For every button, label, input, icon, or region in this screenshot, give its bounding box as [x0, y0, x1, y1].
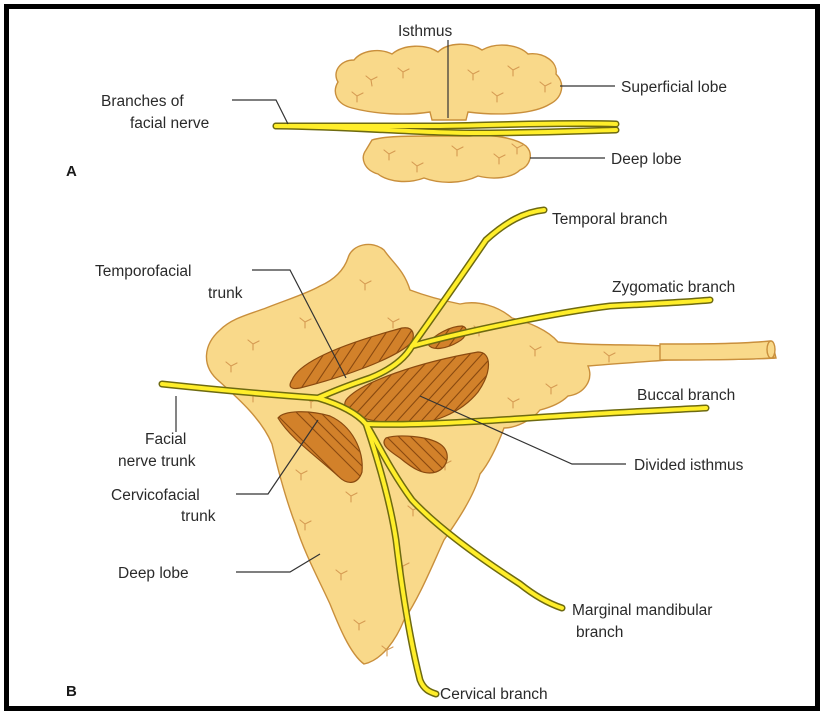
- label-divided-isthmus: Divided isthmus: [634, 457, 744, 474]
- parotid-duct-end: [767, 341, 775, 358]
- panel-letter-b: B: [66, 683, 77, 700]
- label-deep-lobe-a: Deep lobe: [611, 151, 682, 168]
- panel-letter-a: A: [66, 163, 77, 180]
- label-temporal-branch: Temporal branch: [552, 211, 667, 228]
- label-marginal-line2: branch: [576, 624, 623, 641]
- label-superficial-lobe: Superficial lobe: [621, 79, 727, 96]
- label-cervicofacial-line1: Cervicofacial: [111, 487, 200, 504]
- deep-lobe-shape-a: [363, 135, 530, 182]
- facial-nerve-branches-a: [276, 123, 616, 133]
- label-temporofacial-line2: trunk: [208, 285, 243, 302]
- panel-b: Temporal branch Temporofacial trunk Zygo…: [66, 210, 776, 703]
- label-cervical-branch: Cervical branch: [440, 686, 548, 703]
- label-branches-line1: Branches of: [101, 93, 184, 110]
- label-facial-trunk-line1: Facial: [145, 431, 186, 448]
- label-branches-line2: facial nerve: [130, 115, 209, 132]
- label-zygomatic-branch: Zygomatic branch: [612, 279, 735, 296]
- leader-branches: [232, 100, 288, 124]
- label-buccal-branch: Buccal branch: [637, 387, 735, 404]
- label-cervicofacial-line2: trunk: [181, 508, 216, 525]
- parotid-duct: [660, 341, 774, 360]
- label-marginal-line1: Marginal mandibular: [572, 602, 712, 619]
- label-temporofacial-line1: Temporofacial: [95, 263, 192, 280]
- label-isthmus: Isthmus: [398, 23, 453, 40]
- panel-a: Isthmus Superficial lobe Branches of fac…: [66, 23, 727, 182]
- label-facial-trunk-line2: nerve trunk: [118, 453, 196, 470]
- label-deep-lobe-b: Deep lobe: [118, 565, 189, 582]
